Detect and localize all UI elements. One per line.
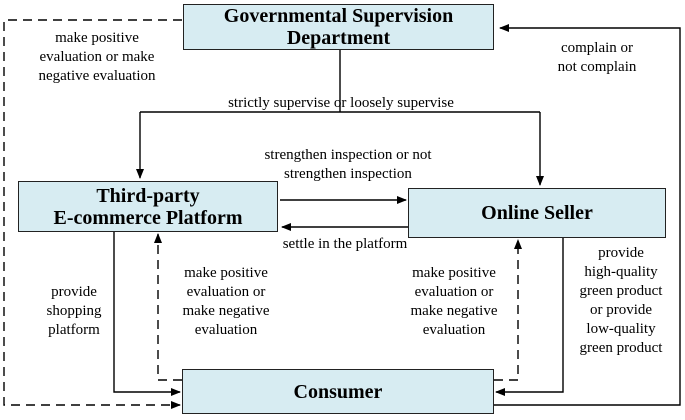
label-line: make positive bbox=[184, 265, 268, 281]
label-line: strictly supervise or loosely supervise bbox=[228, 95, 454, 111]
label-line: green product bbox=[579, 340, 663, 356]
label-line: make positive bbox=[412, 265, 496, 281]
edge-platform-to-consumer bbox=[113, 232, 181, 396]
label-platform-to-consumer: provide shopping platform bbox=[36, 283, 112, 340]
label-line: evaluation or bbox=[186, 284, 266, 300]
label-line: complain or bbox=[560, 40, 634, 56]
label-line: evaluation bbox=[194, 322, 258, 338]
label-line: make negative bbox=[410, 303, 498, 319]
node-platform-line1: Third-party bbox=[96, 184, 200, 207]
node-consumer-label: Consumer bbox=[293, 380, 383, 403]
node-platform-line2: E-commerce Platform bbox=[53, 206, 243, 229]
label-line: settle in the platform bbox=[282, 236, 408, 252]
label-consumer-complain: complain or not complain bbox=[532, 39, 662, 77]
edge-consumer-eval-platform bbox=[154, 233, 182, 381]
label-seller-settle: settle in the platform bbox=[250, 235, 440, 254]
node-government-line1: Governmental Supervision bbox=[223, 5, 454, 27]
edge-consumer-eval-seller bbox=[494, 239, 522, 381]
edge-consumer-complain bbox=[494, 24, 681, 406]
label-line: negative evaluation bbox=[38, 68, 156, 84]
label-line: platform bbox=[48, 322, 100, 338]
node-government-line2: Department bbox=[286, 27, 391, 49]
label-line: high-quality bbox=[584, 264, 658, 280]
label-line: provide bbox=[51, 284, 97, 300]
label-seller-to-consumer: provide high-quality green product or pr… bbox=[566, 244, 676, 358]
node-government: Governmental Supervision Department bbox=[183, 4, 494, 50]
node-seller: Online Seller bbox=[408, 188, 666, 238]
label-line: or provide bbox=[589, 302, 653, 318]
node-consumer: Consumer bbox=[182, 369, 494, 414]
label-line: make negative bbox=[182, 303, 270, 319]
label-line: evaluation bbox=[422, 322, 486, 338]
label-consumer-eval-seller: make positive evaluation or make negativ… bbox=[392, 264, 516, 340]
label-line: evaluation or make bbox=[39, 49, 155, 65]
node-platform: Third-party E-commerce Platform bbox=[18, 181, 278, 232]
label-line: low-quality bbox=[586, 321, 656, 337]
label-line: make positive bbox=[55, 30, 139, 46]
label-line: provide bbox=[598, 245, 644, 261]
label-line: green product bbox=[579, 283, 663, 299]
label-gov-consumer-eval: make positive evaluation or make negativ… bbox=[12, 29, 182, 86]
edge-seller-to-consumer bbox=[495, 238, 564, 396]
label-platform-inspection: strengthen inspection or not strengthen … bbox=[218, 146, 478, 184]
label-line: not complain bbox=[557, 59, 637, 75]
node-seller-label: Online Seller bbox=[481, 202, 593, 224]
label-line: evaluation or bbox=[414, 284, 494, 300]
edge-gov-supervise bbox=[140, 50, 540, 113]
label-gov-supervise: strictly supervise or loosely supervise bbox=[166, 94, 516, 113]
label-line: shopping bbox=[46, 303, 102, 319]
edge-gov-consumer-eval bbox=[3, 19, 182, 409]
label-consumer-eval-platform: make positive evaluation or make negativ… bbox=[164, 264, 288, 340]
label-line: strengthen inspection or not bbox=[264, 147, 432, 163]
label-line: strengthen inspection bbox=[284, 166, 412, 182]
